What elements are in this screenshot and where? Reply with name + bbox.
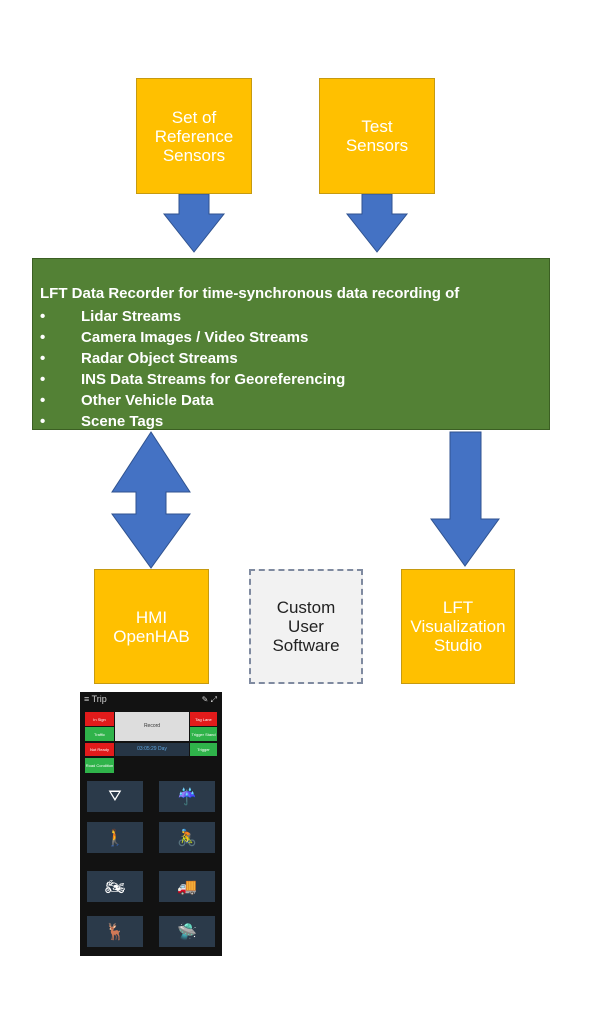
- phone-button-traffic[interactable]: Traffic: [85, 727, 114, 741]
- recorder-title: LFT Data Recorder for time-synchronous d…: [40, 285, 460, 302]
- hmi-phone-screenshot: ≡ Trip ✎ ⤢ In Sign Traffic Not Ready Roa…: [80, 692, 222, 956]
- data-recorder-box: LFT Data Recorder for time-synchronous d…: [32, 258, 550, 430]
- hmi-label: HMI OpenHAB: [113, 607, 190, 646]
- test-sensors-box: Test Sensors: [319, 78, 435, 194]
- bullet: •: [40, 308, 46, 325]
- recorder-item: • Scene Tags: [40, 411, 345, 432]
- bullet: •: [40, 329, 46, 346]
- arrow-recorder-hmi-bidirectional: [111, 431, 191, 569]
- cyclist-icon[interactable]: 🚴: [159, 822, 215, 853]
- phone-button-tag-lane[interactable]: Tag Lane: [190, 712, 217, 726]
- custom-software-box: Custom User Software: [249, 569, 363, 684]
- arrow-reference-to-recorder: [162, 193, 226, 253]
- phone-topbar: ≡ Trip ✎ ⤢: [80, 692, 222, 707]
- record-button[interactable]: Record: [115, 712, 189, 741]
- deer-icon[interactable]: 🦌: [87, 916, 143, 947]
- recorder-item-list: • Lidar Streams • Camera Images / Video St…: [40, 306, 345, 432]
- phone-button-trigger-stand[interactable]: Trigger Stand: [190, 727, 217, 741]
- reference-sensors-box: Set of Reference Sensors: [136, 78, 252, 194]
- edit-icon[interactable]: ✎: [201, 695, 209, 704]
- hmi-openhab-box: HMI OpenHAB: [94, 569, 209, 684]
- hamburger-icon[interactable]: ≡: [84, 694, 90, 704]
- arrow-test-to-recorder: [345, 193, 409, 253]
- test-sensors-label: Test Sensors: [345, 117, 409, 155]
- bullet: •: [40, 413, 46, 430]
- arrow-recorder-to-visualization: [430, 431, 500, 567]
- expand-icon[interactable]: ⤢: [210, 695, 217, 704]
- recorder-item: • INS Data Streams for Georeferencing: [40, 369, 345, 390]
- time-display: 03:05:29 Day: [115, 743, 189, 756]
- truck-icon[interactable]: 🚚: [159, 871, 215, 902]
- recorder-item: • Camera Images / Video Streams: [40, 327, 345, 348]
- visualization-label: LFT Visualization Studio: [410, 598, 506, 655]
- recorder-item-label: Lidar Streams: [81, 308, 182, 325]
- recorder-item: • Lidar Streams: [40, 306, 345, 327]
- recorder-item-label: Other Vehicle Data: [81, 392, 214, 409]
- recorder-item-label: Radar Object Streams: [81, 350, 238, 367]
- recorder-item-label: Scene Tags: [81, 413, 164, 430]
- ufo-icon[interactable]: 🛸: [159, 916, 215, 947]
- recorder-item-label: INS Data Streams for Georeferencing: [81, 371, 346, 388]
- recorder-item: • Radar Object Streams: [40, 348, 345, 369]
- bullet: •: [40, 371, 46, 388]
- recorder-item-label: Camera Images / Video Streams: [81, 329, 309, 346]
- phone-button-trigger[interactable]: Trigger: [190, 743, 217, 756]
- bullet: •: [40, 392, 46, 409]
- phone-button-not-ready[interactable]: Not Ready: [85, 743, 114, 756]
- phone-title: Trip: [91, 694, 107, 704]
- visualization-studio-box: LFT Visualization Studio: [401, 569, 515, 684]
- phone-header-icons: ✎ ⤢: [202, 692, 217, 707]
- phone-button-in-sign[interactable]: In Sign: [85, 712, 114, 726]
- reference-sensors-label: Set of Reference Sensors: [154, 107, 234, 165]
- bullet: •: [40, 350, 46, 367]
- motorcycle-icon[interactable]: 🏍: [87, 871, 143, 902]
- rain-icon[interactable]: ☔: [159, 781, 215, 812]
- custom-software-label: Custom User Software: [272, 598, 340, 655]
- phone-button-road-condition[interactable]: Road Condition: [85, 758, 114, 773]
- recorder-item: • Other Vehicle Data: [40, 390, 345, 411]
- road-icon[interactable]: ⛛: [87, 781, 143, 812]
- pedestrian-icon[interactable]: 🚶: [87, 822, 143, 853]
